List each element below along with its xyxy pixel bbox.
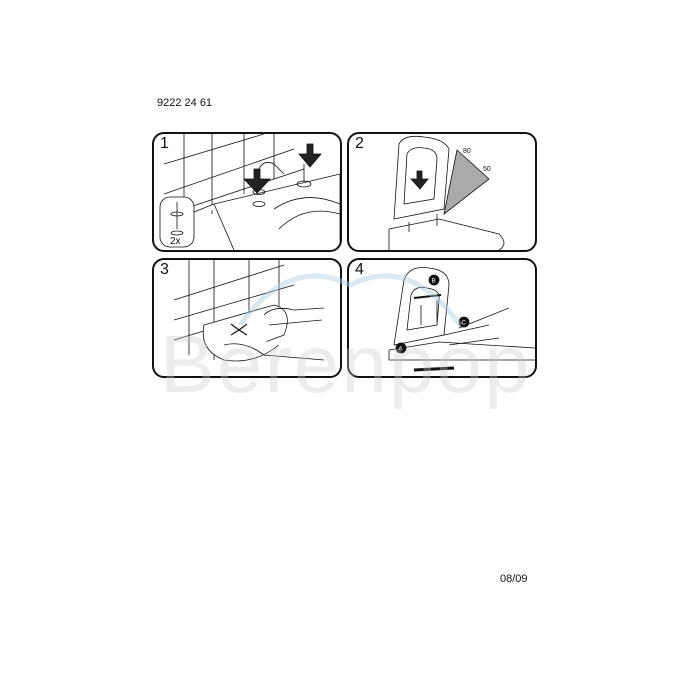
callout-c: C xyxy=(462,321,467,327)
callout-b: B xyxy=(432,279,436,285)
step-3-panel: 3 xyxy=(152,258,342,378)
step-number: 1 xyxy=(160,135,169,152)
callout-a: A xyxy=(399,347,403,353)
step-3-illustration xyxy=(173,260,325,362)
step-number: 3 xyxy=(160,261,169,278)
product-code: 9222 24 61 xyxy=(157,97,213,109)
quantity-label: 2x xyxy=(170,236,181,247)
step-number: 4 xyxy=(355,261,364,278)
step-1-panel: 1 2x xyxy=(152,132,342,252)
step-number: 2 xyxy=(355,135,364,152)
angle-label-80: 80 xyxy=(463,148,471,155)
step-1-illustration: 2x xyxy=(159,134,340,250)
step-2-panel: 2 80 50 xyxy=(347,132,537,252)
step-2-illustration: 80 50 xyxy=(388,135,505,250)
revision-date: 08/09 xyxy=(500,573,528,585)
step-4-panel: 4 A B C xyxy=(347,258,537,378)
step-4-illustration: A B C xyxy=(388,267,535,372)
angle-label-50: 50 xyxy=(483,166,491,173)
